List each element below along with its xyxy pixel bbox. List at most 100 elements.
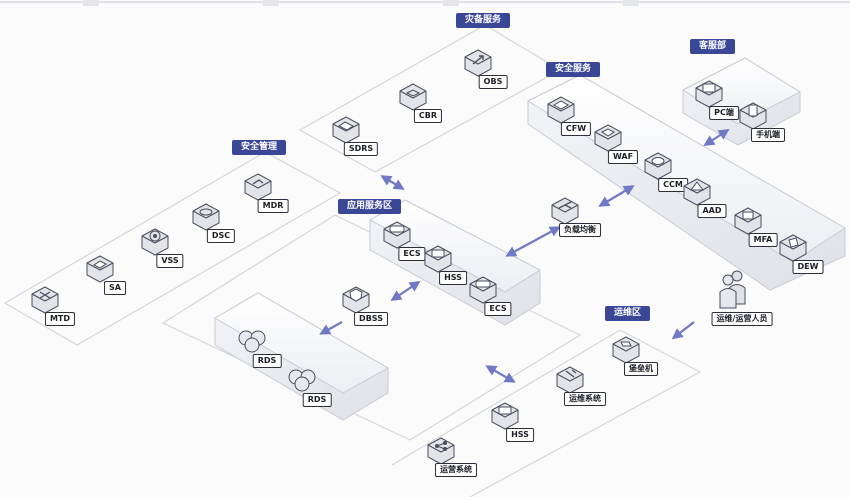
security-mgmt-zone-outline — [3, 151, 342, 346]
server-icon — [469, 276, 497, 304]
hss-label-1: HSS — [439, 271, 467, 285]
ops-zone-outline — [391, 329, 702, 497]
waf-label: WAF — [607, 150, 639, 164]
web-firewall-icon — [594, 124, 622, 152]
rds-label-1: RDS — [252, 354, 282, 368]
vss-node[interactable]: VSS — [140, 225, 200, 281]
arrow-app-lb — [505, 226, 561, 257]
arrow-customer-security — [703, 129, 730, 146]
mobile-icon — [739, 102, 767, 130]
operation-system-label: 运营系统 — [435, 463, 477, 477]
cbr-label: CBR — [413, 109, 443, 123]
connection-arrows — [319, 129, 730, 383]
obs-label: OBS — [478, 75, 508, 89]
ops-staff-node[interactable]: 运维/运营人员 — [702, 283, 782, 339]
load-balancer-node[interactable]: 负载均衡 — [550, 194, 610, 250]
pc-client-label: PC端 — [709, 106, 739, 120]
hss-node-1[interactable]: HSS — [423, 242, 483, 298]
ops-staff-label: 运维/运营人员 — [711, 312, 773, 326]
sdrs-label: SDRS — [343, 142, 379, 156]
ops-zone-badge: 运维区 — [605, 306, 651, 321]
bastion-label: 堡垒机 — [624, 362, 658, 376]
load-balancer-label: 负载均衡 — [559, 223, 601, 237]
customer-badge: 客服部 — [690, 39, 736, 54]
load-balancer-icon — [551, 197, 579, 225]
dbss-node[interactable]: DBSS — [341, 283, 401, 339]
database-security-icon — [342, 286, 370, 314]
arrow-lb-security — [598, 185, 635, 207]
ops-system-label: 运维系统 — [564, 392, 606, 406]
sa-node[interactable]: SA — [85, 252, 145, 308]
waf-node[interactable]: WAF — [593, 121, 653, 177]
situation-awareness-icon — [86, 255, 114, 283]
database-platform — [214, 292, 390, 421]
rds-label-2: RDS — [302, 393, 332, 407]
rds-node-2[interactable]: RDS — [287, 364, 347, 420]
database-icon — [238, 330, 266, 353]
dew-node[interactable]: DEW — [778, 231, 838, 287]
mdr-node[interactable]: MDR — [243, 170, 303, 226]
sdrs-node[interactable]: SDRS — [331, 113, 391, 169]
sa-label: SA — [104, 281, 126, 295]
maintenance-icon — [556, 366, 584, 394]
aad-node[interactable]: AAD — [682, 175, 742, 231]
mfa-label: MFA — [748, 233, 778, 247]
disaster-recovery-icon — [332, 116, 360, 144]
certificate-icon — [644, 152, 672, 180]
cfw-label: CFW — [560, 122, 592, 136]
bastion-host-icon — [612, 336, 640, 364]
mtd-node[interactable]: MTD — [30, 283, 90, 339]
authentication-icon — [734, 207, 762, 235]
vss-label: VSS — [156, 254, 184, 268]
arrow-dbss-app — [390, 280, 421, 302]
obs-node[interactable]: OBS — [463, 46, 523, 102]
mobile-client-node[interactable]: 手机端 — [738, 99, 798, 155]
ccm-node[interactable]: CCM — [643, 149, 703, 205]
detection-icon — [244, 173, 272, 201]
arrow-disaster-app — [380, 175, 405, 190]
server-icon — [383, 221, 411, 249]
disaster-zone-badge: 灾备服务 — [456, 13, 511, 28]
network-share-icon — [427, 437, 455, 465]
ops-staff-figure — [708, 270, 752, 312]
hss-node-2[interactable]: HSS — [490, 399, 550, 455]
app-service-badge: 应用服务区 — [338, 199, 402, 214]
bastion-node[interactable]: 堡垒机 — [611, 333, 671, 389]
ecs-label-2: ECS — [484, 302, 512, 316]
pc-client-node[interactable]: PC端 — [694, 77, 754, 133]
mobile-client-label: 手机端 — [751, 128, 785, 142]
arrow-staff-ops — [671, 321, 695, 340]
rds-node-1[interactable]: RDS — [237, 325, 297, 381]
encryption-icon — [779, 234, 807, 262]
hss-label-2: HSS — [506, 428, 534, 442]
mtd-label: MTD — [44, 312, 76, 326]
cloud-storage-icon — [464, 49, 492, 77]
backup-icon — [399, 83, 427, 111]
operation-system-node[interactable]: 运营系统 — [426, 434, 486, 490]
anti-ddos-icon — [683, 178, 711, 206]
security-service-badge: 安全服务 — [546, 62, 601, 77]
dsc-label: DSC — [206, 229, 236, 243]
security-mgmt-badge: 安全管理 — [232, 140, 287, 155]
arrow-dbss-db — [319, 321, 343, 335]
aad-label: AAD — [697, 204, 727, 218]
ops-system-node[interactable]: 运维系统 — [555, 363, 615, 419]
ecs-node-2[interactable]: ECS — [468, 273, 528, 329]
mdr-label: MDR — [257, 199, 289, 213]
ecs-label-1: ECS — [398, 247, 426, 261]
dsc-node[interactable]: DSC — [191, 200, 251, 256]
arrow-db-ops — [485, 365, 516, 383]
mfa-node[interactable]: MFA — [733, 204, 793, 260]
database-icon — [288, 369, 316, 392]
ccm-label: CCM — [658, 178, 688, 192]
dbss-label: DBSS — [354, 312, 388, 326]
pc-icon — [695, 80, 723, 108]
cbr-node[interactable]: CBR — [398, 80, 458, 136]
data-security-icon — [192, 203, 220, 231]
host-security-icon — [491, 402, 519, 430]
firewall-icon — [547, 96, 575, 124]
cfw-node[interactable]: CFW — [546, 93, 606, 149]
dew-label: DEW — [792, 260, 824, 274]
vulnerability-scan-icon — [141, 228, 169, 256]
